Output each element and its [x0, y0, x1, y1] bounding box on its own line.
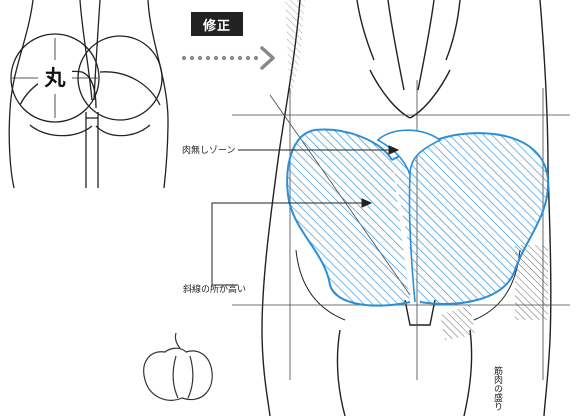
label-muscle-bulge: 筋肉の盛り: [492, 366, 502, 411]
label-fleshless-zone: 肉無しゾーン: [182, 146, 236, 156]
round-mark-bg: [38, 60, 72, 94]
correction-tag: 修正: [191, 12, 243, 36]
corrected-figure: [261, 0, 552, 416]
buttock-outlines: [286, 128, 550, 307]
side-shading: [285, 0, 548, 340]
simple-sketch: [8, 0, 169, 189]
dotted-right-arrow-icon: [181, 46, 275, 70]
label-hatch-high: 斜線の所が高い: [183, 285, 247, 295]
round-mark: 丸: [44, 66, 66, 90]
leader-lines: [211, 145, 400, 286]
bell-pepper-icon: [143, 332, 213, 401]
